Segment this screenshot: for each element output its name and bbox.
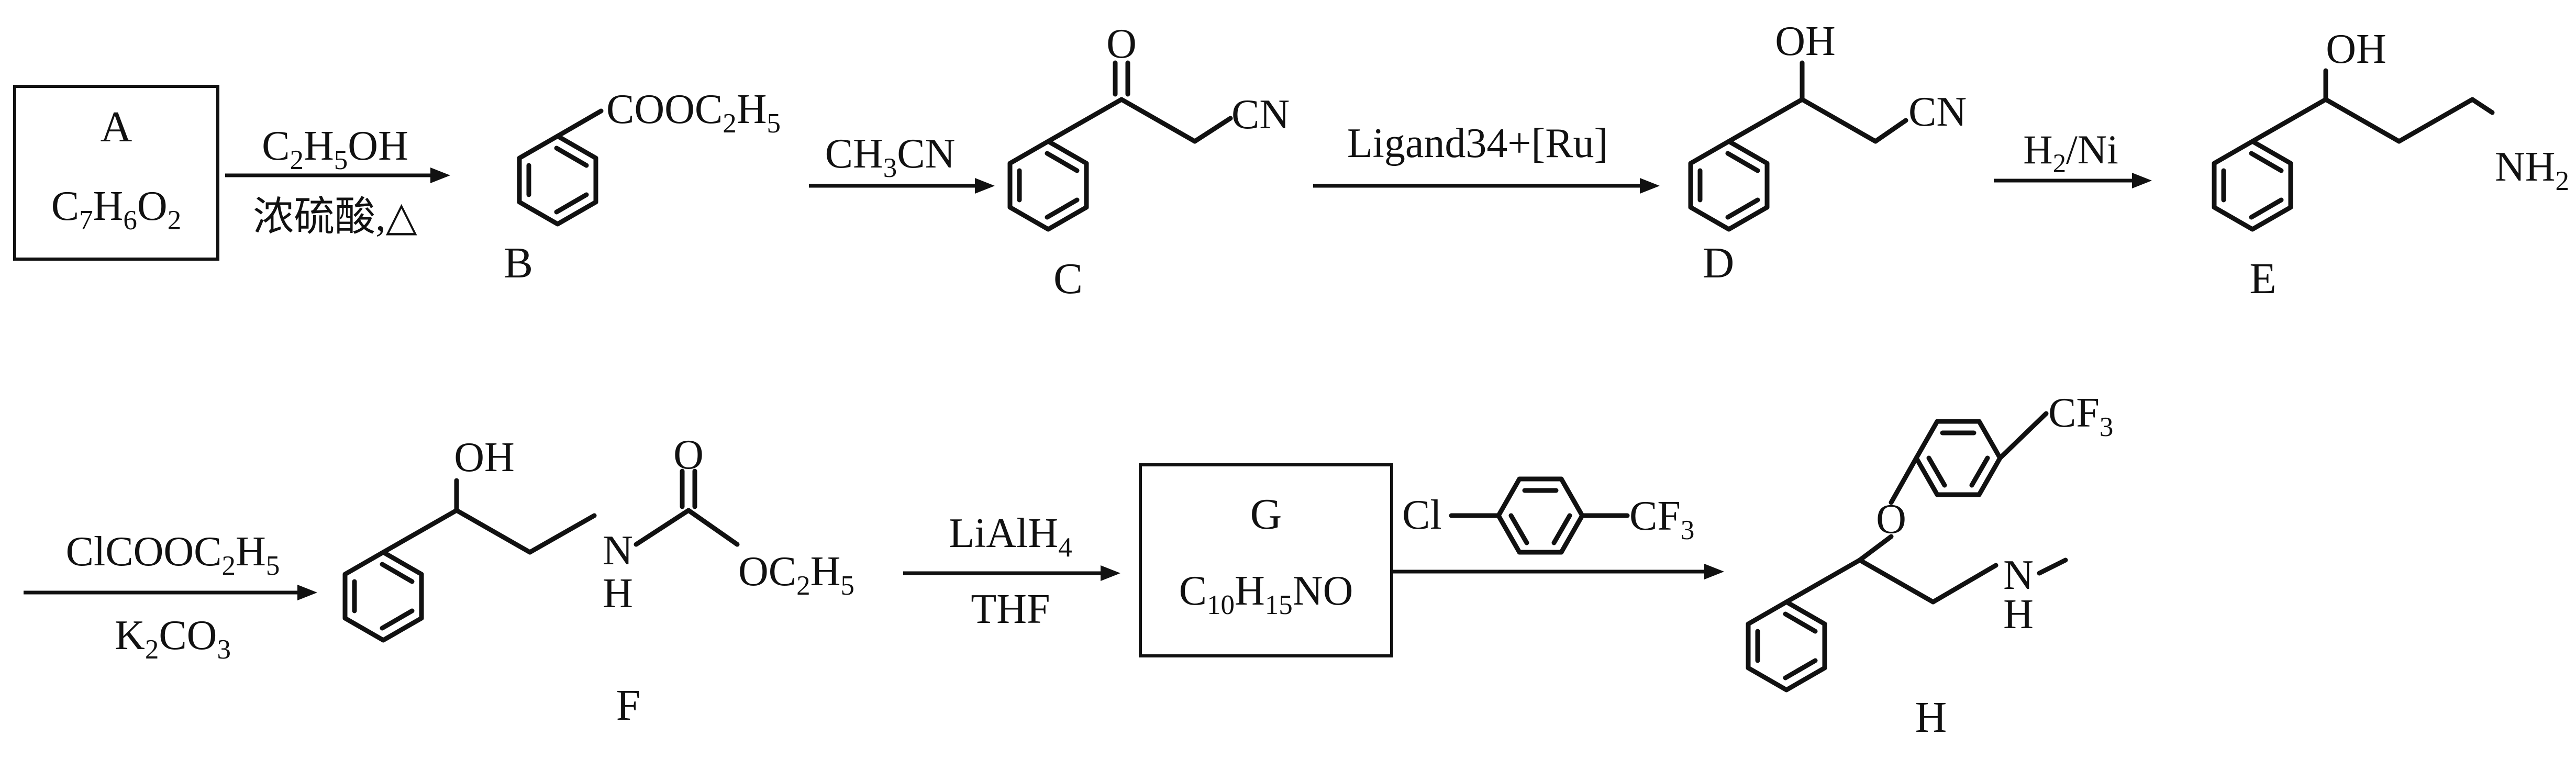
reagent-conc-sulfuric-acid-heat: 浓硫酸,△ xyxy=(253,194,417,239)
reagent-chloro-trifluoromethylbenzene: Cl CF3 xyxy=(1402,476,1694,555)
amine-nitrogen: N xyxy=(2003,552,2034,598)
arrow-a-to-b: C2H5OH 浓硫酸,△ xyxy=(225,123,450,239)
nitrile-group: CN xyxy=(1231,92,1290,138)
compound-e-letter: E xyxy=(2249,254,2276,303)
arrow-b-to-c: CH3CN xyxy=(809,131,995,194)
hydroxyl-group: OH xyxy=(2326,26,2386,72)
arrow-e-to-f: ClCOOC2H5 K2CO3 xyxy=(24,529,317,665)
arrow-g-to-h: Cl CF3 xyxy=(1393,476,1724,579)
benzene-ring xyxy=(342,550,424,643)
compound-g-formula: C10H15NO xyxy=(1179,568,1353,620)
hydroxyl-group: OH xyxy=(1775,18,1836,64)
reagent-lithium-aluminium-hydride: LiAlH4 xyxy=(949,510,1072,563)
benzene-ring xyxy=(1007,139,1089,232)
benzene-ring xyxy=(1688,139,1770,232)
ethoxy-group: OC2H5 xyxy=(738,549,854,601)
ester-group: COOC2H5 xyxy=(606,86,781,139)
compound-a: A C7H6O2 xyxy=(13,85,219,261)
arrow-d-to-e: H2/Ni xyxy=(1994,127,2152,188)
compound-c-letter: C xyxy=(1053,254,1083,303)
compound-a-formula: C7H6O2 xyxy=(51,183,181,236)
trifluoromethyl-group: CF3 xyxy=(2048,390,2113,442)
carbonyl-oxygen: O xyxy=(673,432,704,478)
benzene-ring xyxy=(2212,139,2293,232)
carbamate-nh-hydrogen: H xyxy=(603,571,633,617)
amine-hydrogen: H xyxy=(2003,591,2034,638)
compound-b: COOC2H5 B xyxy=(504,86,781,287)
chlorine-atom: Cl xyxy=(1402,492,1442,538)
compound-e: OH NH2 E xyxy=(2212,26,2569,303)
reagent-acetonitrile: CH3CN xyxy=(825,131,956,183)
compound-a-letter: A xyxy=(101,103,132,151)
compound-c: O CN C xyxy=(1007,21,1290,303)
compound-b-letter: B xyxy=(504,239,533,287)
nitrile-group: CN xyxy=(1908,89,1967,135)
compound-g-letter: G xyxy=(1250,490,1282,539)
amine-group: NH2 xyxy=(2495,144,2569,196)
compound-h-letter: H xyxy=(1915,693,1947,742)
compound-f: OH N H O OC2H5 F xyxy=(342,432,854,730)
benzene-ring xyxy=(1496,476,1585,555)
reagent-ethyl-chloroformate: ClCOOC2H5 xyxy=(66,529,280,581)
benzene-ring xyxy=(1914,419,2003,497)
reagent-ligand34-ru: Ligand34+[Ru] xyxy=(1347,120,1608,166)
carbamate-nitrogen: N xyxy=(603,528,633,574)
compound-h: O CF3 N H H xyxy=(1746,390,2113,742)
reagent-thf: THF xyxy=(971,586,1050,632)
benzene-ring xyxy=(517,133,598,227)
compound-d: OH CN D xyxy=(1688,18,1967,287)
compound-d-letter: D xyxy=(1703,239,1735,287)
trifluoromethyl-group: CF3 xyxy=(1629,493,1694,545)
compound-f-letter: F xyxy=(616,681,641,730)
compound-g: G C10H15NO xyxy=(1139,463,1393,657)
hydroxyl-group: OH xyxy=(454,434,515,481)
arrow-c-to-d: Ligand34+[Ru] xyxy=(1313,120,1660,194)
benzene-ring xyxy=(1746,599,1827,693)
reagent-hydrogen-nickel: H2/Ni xyxy=(2023,127,2118,178)
reagent-potassium-carbonate: K2CO3 xyxy=(115,612,231,665)
carbonyl-oxygen: O xyxy=(1106,21,1137,67)
arrow-f-to-g: LiAlH4 THF xyxy=(903,510,1120,632)
reagent-ethanol: C2H5OH xyxy=(262,123,408,175)
